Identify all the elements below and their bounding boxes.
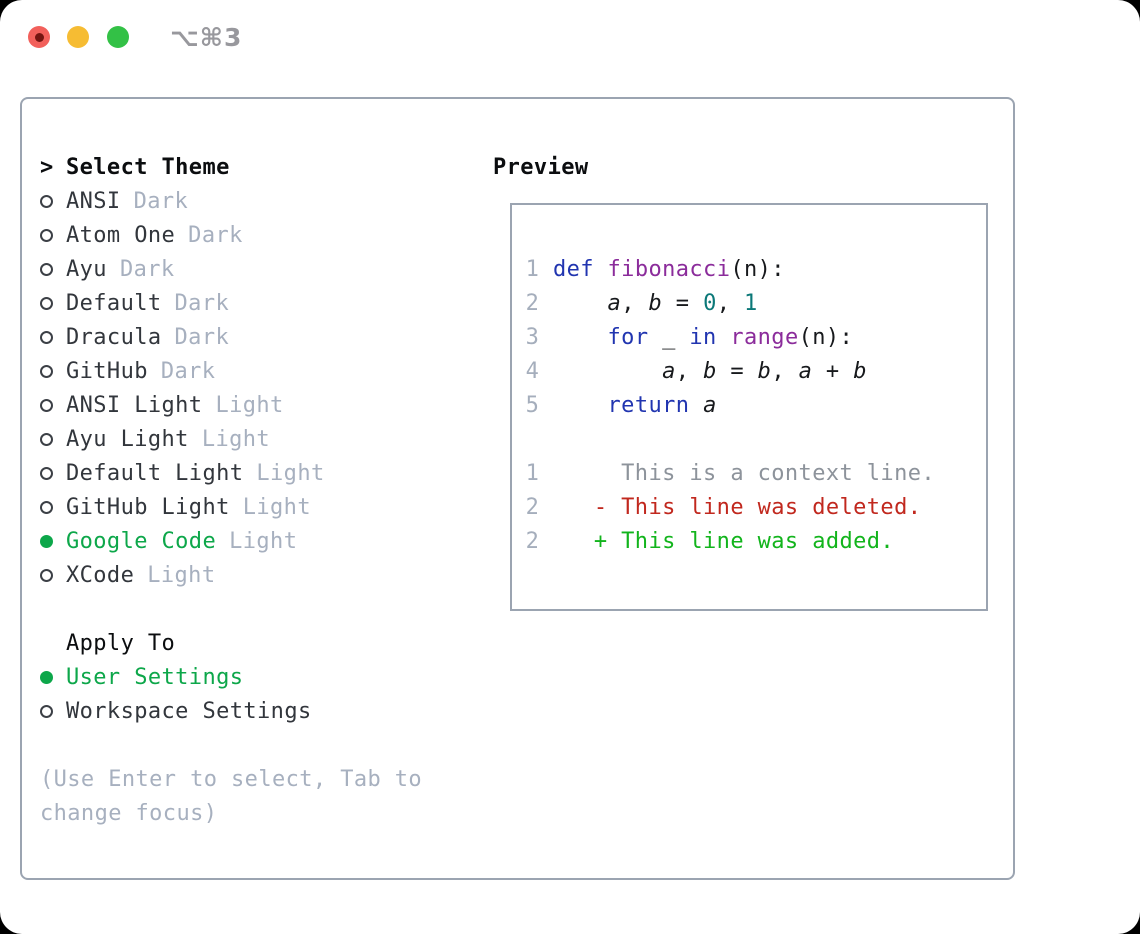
radio-dot-outline [40, 432, 53, 446]
theme-option[interactable]: ANSI Light Light [40, 388, 490, 422]
radio-icon [40, 500, 66, 514]
theme-option[interactable]: Atom One Dark [40, 218, 490, 252]
theme-option[interactable]: Google Code Light [40, 524, 490, 558]
help-text-line: (Use Enter to select, Tab to [40, 766, 423, 792]
code-line: 5 return a [512, 392, 717, 418]
theme-variant: Dark [174, 290, 230, 316]
radio-dot-outline [40, 364, 53, 378]
preview-box: 1 def fibonacci(n): 2 a, b = 0, 1 3 for … [510, 203, 988, 611]
help-text: (Use Enter to select, Tab to change focus… [40, 762, 490, 830]
select-theme-title: Select Theme [66, 154, 230, 180]
select-theme-header: > Select Theme [40, 150, 490, 184]
code-blank-line [512, 422, 986, 456]
theme-option[interactable]: Dracula Dark [40, 320, 490, 354]
radio-selected-icon [40, 534, 66, 548]
theme-option[interactable]: ANSI Dark [40, 184, 490, 218]
theme-option[interactable]: Ayu Light Light [40, 422, 490, 456]
prompt-cursor: > [40, 154, 54, 180]
code-line: 2 a, b = 0, 1 [512, 290, 758, 316]
theme-variant: Light [147, 562, 216, 588]
code-line: 3 for _ in range(n): [512, 324, 854, 350]
radio-icon [40, 568, 66, 582]
theme-option[interactable]: XCode Light [40, 558, 490, 592]
theme-option[interactable]: GitHub Light Light [40, 490, 490, 524]
theme-name: Default [66, 290, 162, 316]
radio-dot-outline [40, 500, 53, 514]
preview-title: Preview [493, 154, 589, 180]
code-line: 2 - This line was deleted. [512, 494, 922, 520]
code-line: 1 def fibonacci(n): [512, 256, 785, 282]
theme-variant: Dark [188, 222, 243, 248]
theme-variant: Light [242, 494, 311, 520]
radio-dot-outline [40, 568, 53, 582]
radio-dot-outline [40, 296, 53, 310]
radio-icon [40, 194, 66, 208]
radio-icon [40, 466, 66, 480]
radio-icon [40, 262, 66, 276]
radio-dot-outline [40, 466, 53, 480]
radio-dot-outline [40, 330, 53, 344]
radio-dot-outline [40, 704, 53, 718]
theme-name: Google Code [66, 528, 217, 554]
close-button[interactable] [28, 26, 50, 48]
radio-icon [40, 704, 66, 718]
apply-to-title: Apply To [66, 630, 176, 656]
theme-variant: Dark [119, 256, 175, 282]
theme-name: ANSI Light [66, 392, 203, 418]
apply-to-header: Apply To [40, 626, 490, 660]
radio-dot-outline [40, 262, 53, 276]
apply-to-option[interactable]: User Settings [40, 660, 490, 694]
code-line: 2 + This line was added. [512, 528, 895, 554]
theme-name: Ayu [66, 256, 107, 282]
apply-to-option-label: Workspace Settings [66, 698, 312, 724]
radio-icon [40, 296, 66, 310]
apply-to-option[interactable]: Workspace Settings [40, 694, 490, 728]
radio-dot-filled [40, 534, 53, 548]
radio-dot-outline [40, 398, 53, 412]
theme-variant: Light [215, 392, 284, 418]
maximize-button[interactable] [107, 26, 129, 48]
radio-selected-icon [40, 670, 66, 684]
theme-option[interactable]: Default Light Light [40, 456, 490, 490]
radio-icon [40, 364, 66, 378]
theme-name: Atom One [66, 222, 176, 248]
radio-icon [40, 432, 66, 446]
minimize-button[interactable] [67, 26, 89, 48]
window-shortcut-label: ⌥⌘3 [170, 23, 243, 52]
code-preview: 1 def fibonacci(n): 2 a, b = 0, 1 3 for … [512, 205, 986, 558]
theme-variant: Dark [174, 324, 230, 350]
theme-variant: Light [229, 528, 298, 554]
theme-name: XCode [66, 562, 135, 588]
theme-option[interactable]: GitHub Dark [40, 354, 490, 388]
code-line: 4 a, b = b, a + b [512, 358, 867, 384]
radio-icon [40, 398, 66, 412]
theme-variant: Dark [160, 358, 216, 384]
theme-name: Ayu Light [66, 426, 189, 452]
theme-name: Dracula [66, 324, 162, 350]
theme-name: GitHub Light [66, 494, 230, 520]
radio-icon [40, 228, 66, 242]
radio-icon [40, 330, 66, 344]
theme-variant: Dark [133, 188, 189, 214]
theme-variant: Light [256, 460, 325, 486]
theme-option[interactable]: Ayu Dark [40, 252, 490, 286]
theme-variant: Light [201, 426, 271, 452]
theme-option[interactable]: Default Dark [40, 286, 490, 320]
theme-name: Default Light [66, 460, 244, 486]
titlebar: ⌥⌘3 [0, 0, 1140, 74]
help-text-line: change focus) [40, 800, 218, 826]
unsaved-indicator-dot [34, 32, 44, 42]
apply-to-option-label: User Settings [66, 664, 244, 690]
radio-dot-outline [40, 228, 53, 242]
theme-name: ANSI [66, 188, 121, 214]
theme-name: GitHub [66, 358, 148, 384]
code-line: 1 This is a context line. [512, 460, 936, 486]
radio-dot-outline [40, 194, 53, 208]
radio-dot-filled [40, 670, 53, 684]
